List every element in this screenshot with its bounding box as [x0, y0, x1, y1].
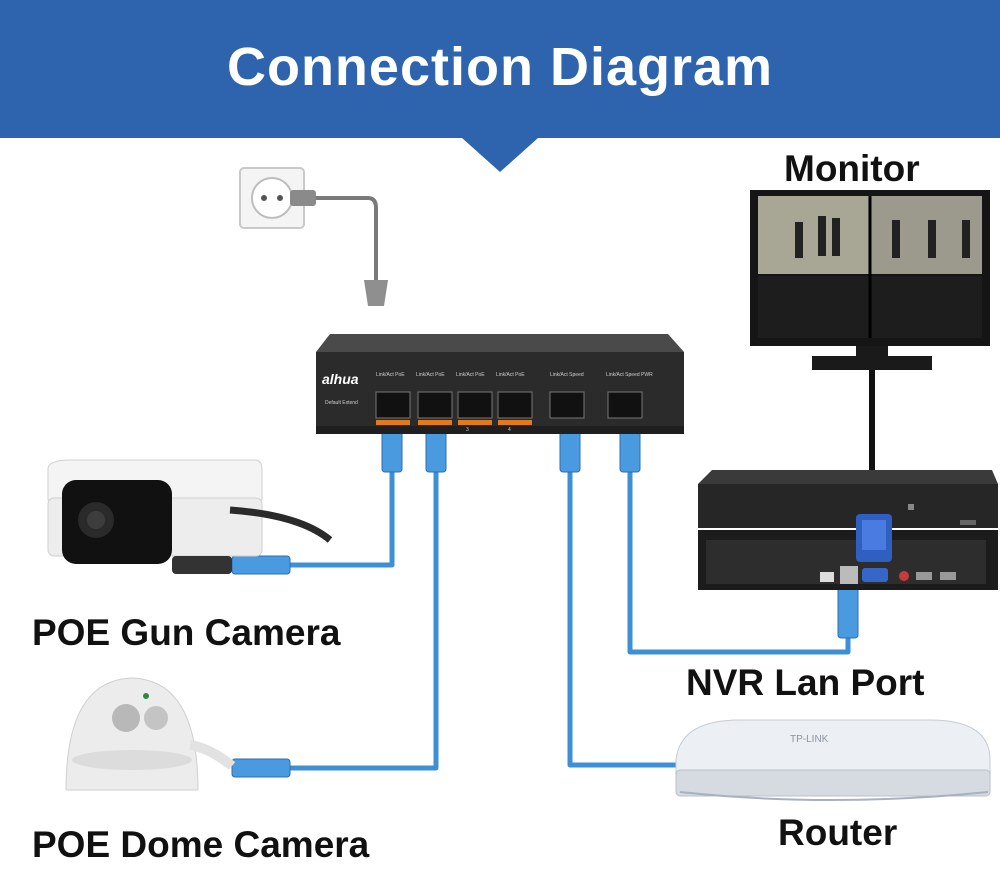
power-plug-icon — [290, 190, 388, 306]
header-banner — [0, 0, 1000, 138]
cable-gun-camera — [290, 470, 395, 568]
switch-ports — [375, 391, 643, 425]
label-poe-gun-camera: POE Gun Camera — [32, 612, 341, 653]
monitor-people — [795, 216, 970, 258]
switch-brand-label: alhua — [322, 371, 359, 387]
router: TP-LINK — [675, 719, 991, 801]
switch-sub-label: Default Extend — [325, 400, 358, 406]
cable-nvr — [627, 470, 851, 655]
port-number-3: 3 — [466, 427, 469, 433]
label-monitor: Monitor — [784, 148, 920, 189]
page-title: Connection Diagram — [226, 37, 774, 97]
label-router: Router — [778, 812, 898, 853]
port-number-4: 4 — [508, 427, 511, 433]
port-label-3: Link/Act PoE — [456, 372, 485, 378]
label-nvr-lan-port: NVR Lan Port — [686, 662, 925, 703]
port-label-1: Link/Act PoE — [376, 372, 405, 378]
cable-router — [567, 470, 690, 768]
poe-switch: alhua Default Extend Link/Act PoE Link/A… — [316, 334, 684, 434]
label-poe-dome-camera: POE Dome Camera — [32, 824, 370, 865]
switch-port-labels: Link/Act PoE Link/Act PoE Link/Act PoE L… — [376, 372, 653, 433]
ethernet-cables — [290, 470, 851, 771]
nvr — [698, 470, 998, 590]
port-label-2: Link/Act PoE — [416, 372, 445, 378]
header-banner-pointer — [462, 138, 538, 172]
vga-connector-icon — [856, 514, 892, 562]
port-label-5: Link/Act Speed — [550, 372, 584, 378]
port-label-6: Link/Act Speed PWR — [606, 372, 653, 378]
dome-camera — [65, 677, 236, 791]
port-label-4: Link/Act PoE — [496, 372, 525, 378]
router-brand-label: TP-LINK — [790, 734, 829, 745]
cable-dome-camera — [290, 470, 439, 771]
monitor — [750, 190, 990, 370]
gun-camera — [47, 459, 333, 574]
